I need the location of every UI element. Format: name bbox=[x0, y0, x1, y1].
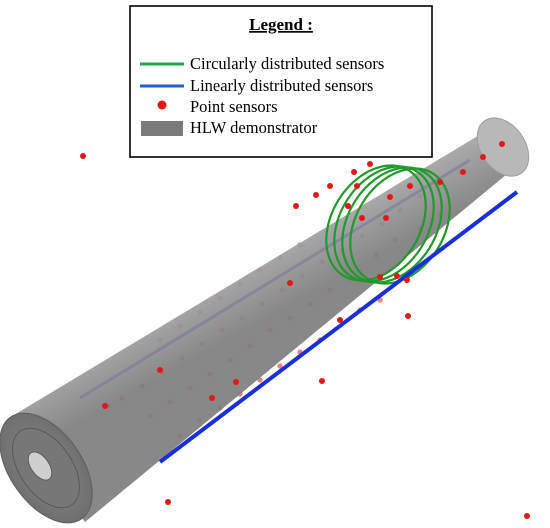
cylinder-body bbox=[9, 131, 518, 522]
point-sensor bbox=[209, 395, 215, 401]
point-sensor bbox=[405, 313, 411, 319]
point-sensor bbox=[293, 203, 299, 209]
point-sensor bbox=[377, 274, 383, 280]
point-sensor bbox=[337, 317, 343, 323]
point-sensor bbox=[367, 161, 373, 167]
inner-tube-line bbox=[79, 158, 471, 400]
hlw-demonstrator-cylinder bbox=[0, 117, 530, 524]
legend-label-linear: Linearly distributed sensors bbox=[190, 76, 373, 95]
point-sensor bbox=[287, 280, 293, 286]
point-sensor bbox=[480, 154, 486, 160]
point-sensor bbox=[499, 141, 505, 147]
point-sensor bbox=[359, 215, 365, 221]
legend-label-circular: Circularly distributed sensors bbox=[190, 54, 384, 73]
cylinder-far-end bbox=[476, 117, 530, 177]
point-sensor bbox=[387, 194, 393, 200]
legend-title: Legend : bbox=[249, 15, 313, 34]
point-sensor bbox=[394, 273, 400, 279]
point-sensor bbox=[313, 192, 319, 198]
point-sensor bbox=[327, 183, 333, 189]
linear-sensor-line bbox=[158, 190, 519, 464]
point-sensor bbox=[460, 169, 466, 175]
point-sensor bbox=[354, 183, 360, 189]
point-sensor bbox=[345, 203, 351, 209]
circular-sensor-ring bbox=[341, 166, 443, 284]
point-sensor bbox=[102, 403, 108, 409]
circular-sensor-rings bbox=[325, 164, 451, 285]
cylinder-inner-bore bbox=[27, 451, 53, 481]
circular-sensor-ring bbox=[349, 167, 451, 285]
circular-sensor-ring bbox=[333, 165, 435, 283]
legend-swatch-hlw bbox=[141, 121, 183, 136]
point-sensor bbox=[233, 379, 239, 385]
interior-point-sensor bbox=[277, 363, 283, 369]
point-sensor bbox=[407, 183, 413, 189]
point-sensor bbox=[437, 179, 443, 185]
point-sensor bbox=[319, 378, 325, 384]
point-sensor bbox=[524, 513, 530, 519]
point-sensor bbox=[404, 277, 410, 283]
legend-label-hlw: HLW demonstrator bbox=[190, 118, 318, 137]
point-sensor bbox=[351, 169, 357, 175]
legend-label-point: Point sensors bbox=[190, 97, 278, 116]
exterior-point-sensors bbox=[80, 141, 530, 519]
point-sensor bbox=[383, 215, 389, 221]
point-sensor bbox=[165, 499, 171, 505]
legend: Legend : Circularly distributed sensors … bbox=[129, 5, 433, 158]
circular-sensor-ring bbox=[325, 164, 427, 282]
point-sensor bbox=[157, 367, 163, 373]
legend-swatch-point bbox=[157, 100, 167, 110]
point-sensor bbox=[80, 153, 86, 159]
